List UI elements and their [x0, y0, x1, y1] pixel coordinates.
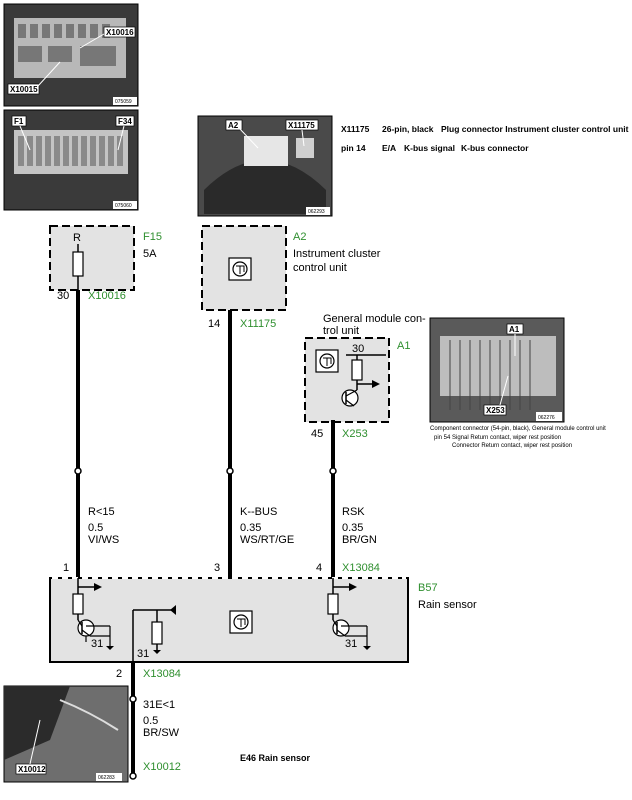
b57-ground-label-2: 31 [137, 648, 149, 660]
photo3-label-a2: A2 [228, 121, 239, 130]
a1-transistor-icon [341, 384, 359, 407]
wire3-pin-bottom: 4 [316, 562, 322, 574]
photo3-code: 062293 [308, 209, 325, 215]
photo1-label-x10016: X10016 [106, 28, 134, 37]
wire3-size: 0.35 [342, 522, 363, 534]
photo2-label-f34: F34 [118, 117, 132, 126]
wire2-color: WS/RT/GE [240, 534, 294, 546]
spec-row2-name: K-bus connector [461, 143, 529, 153]
f15-rating: 5A [143, 248, 157, 260]
f15-fuse-symbol [72, 251, 84, 277]
wire2-signal: K--BUS [240, 506, 277, 518]
wire4-pin-top: 2 [116, 668, 122, 680]
photo-fusebox-top: X10016 X10015 075059 [3, 3, 139, 107]
f15-pin-letter: R [73, 232, 81, 244]
b57-ecu-icon [229, 610, 253, 634]
a1-general-module-box [304, 337, 390, 423]
wire1-color: VI/WS [88, 534, 119, 546]
photo-footwell-connector: X10012 062283 [3, 685, 129, 783]
photo-instrument-cluster: A2 X11175 062293 [197, 115, 333, 217]
spec-row1-desc: 26-pin, black [382, 124, 434, 134]
a2-ecu-icon [228, 257, 252, 281]
wire4-conn-top: X13084 [143, 668, 181, 680]
photo1-label-x10015: X10015 [10, 85, 38, 94]
wire1-pin-bottom: 1 [63, 562, 69, 574]
a2-name-line2: control unit [293, 262, 347, 274]
photo5-code: 062283 [98, 775, 115, 781]
spec-row1-name: Plug connector Instrument cluster contro… [441, 124, 629, 134]
spec-row2-type: E/A [382, 143, 396, 153]
a2-id: A2 [293, 231, 306, 243]
photo3-label-x11175: X11175 [288, 121, 315, 130]
wire2-pin-top: 14 [208, 318, 220, 330]
photo4-caption-3: Connector Return contact, wiper rest pos… [452, 443, 572, 449]
wire3-color: BR/GN [342, 534, 377, 546]
a1-name-line1: General module con- [323, 313, 426, 325]
wire2-pin-bottom: 3 [214, 562, 220, 574]
wire4-signal: 31E<1 [143, 699, 175, 711]
b57-id: B57 [418, 582, 438, 594]
wire3-conn-top: X253 [342, 428, 368, 440]
wire4-conn-bottom: X10012 [143, 761, 181, 773]
photo4-caption-2: pin 54 Signal Return contact, wiper rest… [434, 435, 561, 441]
b57-left-driver [72, 578, 114, 650]
b57-middle-circuit [132, 605, 176, 662]
wire3-pin-top: 45 [311, 428, 323, 440]
wire2-conn-top: X11175 [240, 318, 276, 330]
b57-connector-top: X13084 [342, 562, 380, 574]
photo2-code: 075060 [115, 203, 132, 209]
photo4-caption-1: Component connector (54-pin, black), Gen… [430, 426, 606, 432]
wire1-conn-top: X10016 [88, 290, 126, 302]
photo1-code: 075059 [115, 99, 132, 105]
photo5-label-x10012: X10012 [18, 765, 46, 774]
a2-name-line1: Instrument cluster [293, 248, 381, 260]
wire1-pin-top: 30 [57, 290, 69, 302]
b57-ground-label-3: 31 [345, 638, 357, 650]
a1-name-line2: trol unit [323, 325, 359, 337]
b57-name: Rain sensor [418, 599, 477, 611]
spec-row2-signal: K-bus signal [404, 143, 455, 153]
photo-general-module: A1 X253 062276 [429, 317, 565, 423]
b57-ground-label-1: 31 [91, 638, 103, 650]
a1-pin-30: 30 [352, 343, 364, 355]
photo2-label-f1: F1 [14, 117, 24, 126]
wire1-signal: R<15 [88, 506, 115, 518]
b57-right-driver [327, 578, 371, 650]
wire3-signal: RSK [342, 506, 365, 518]
photo4-label-a1: A1 [509, 325, 520, 334]
wire4-size: 0.5 [143, 715, 158, 727]
wire4-color: BR/SW [143, 727, 180, 739]
spec-row1-id: X11175 [341, 124, 370, 134]
a1-ecu-icon [315, 349, 339, 373]
wire1-size: 0.5 [88, 522, 103, 534]
spec-row2-id: pin 14 [341, 143, 366, 153]
a1-id: A1 [397, 340, 410, 352]
photo4-code: 062276 [538, 415, 555, 421]
f15-fuse-box [49, 225, 135, 291]
wire2-size: 0.35 [240, 522, 261, 534]
f15-id: F15 [143, 231, 162, 243]
photo4-label-x253: X253 [486, 406, 505, 415]
diagram-title: E46 Rain sensor [240, 753, 311, 763]
photo-fusebox-fuses: F1 F34 075060 [3, 109, 139, 211]
